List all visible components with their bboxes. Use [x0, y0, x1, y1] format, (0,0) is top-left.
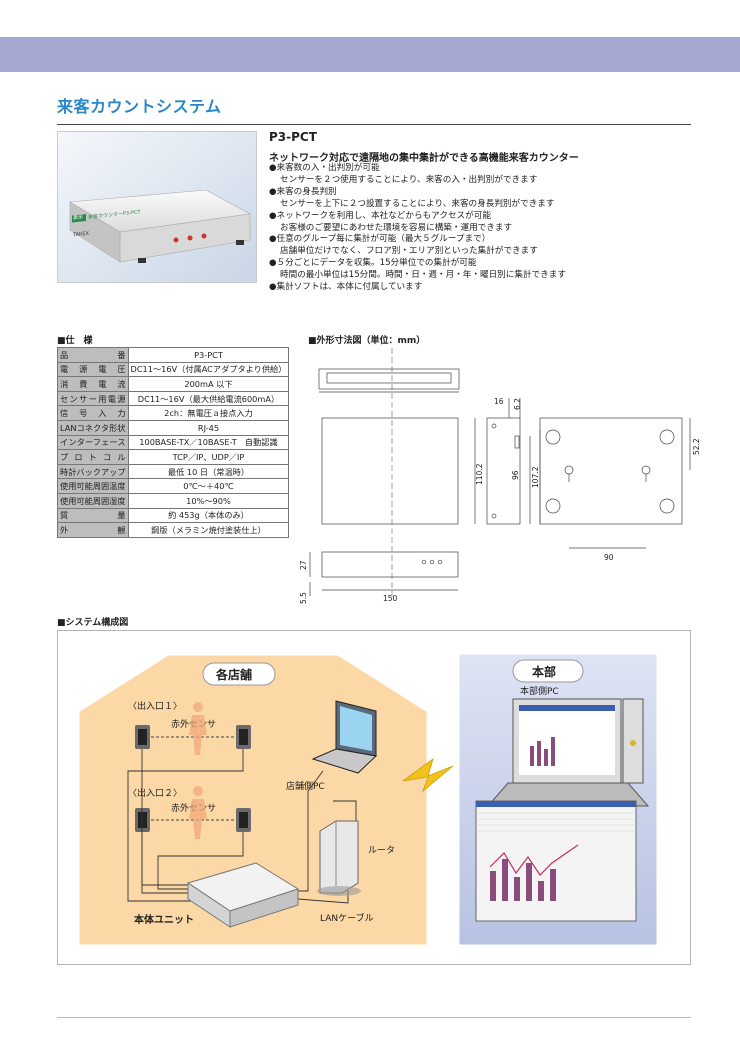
dim-label-150: 150 — [383, 594, 398, 603]
spec-key: 時計バックアップ — [57, 463, 129, 480]
product-tagline: ネットワーク対応で遠隔地の集中集計ができる高機能来客カウンター — [269, 153, 579, 164]
feature-item: ●５分ごとにデータを収集。15分単位での集計が可能 — [269, 258, 477, 269]
store-laptop-icon — [311, 700, 378, 774]
spec-key: 使用可能周囲温度 — [57, 478, 129, 494]
dim-label-27: 27 — [299, 560, 308, 570]
dim-label-5-5: 5.5 — [299, 592, 308, 604]
dim-label-107-2: 107.2 — [531, 466, 540, 488]
spec-key: 電源電圧 — [57, 361, 129, 378]
feature-item: ●集計ソフトは、本体に付属しています — [269, 282, 423, 293]
spec-value: P3-PCT — [127, 347, 290, 363]
table-row: 質量約 453g（本体のみ） — [57, 507, 290, 524]
entrance-1-label: 〈出入口１〉 — [128, 700, 182, 712]
spec-key: 外観 — [57, 522, 129, 538]
system-diagram: 各店舗 本部 〈出入口１〉 赤外センサ 〈出入口２〉 赤外センサ — [57, 630, 691, 965]
router-icon — [317, 820, 361, 896]
dim-label-6-2: 6.2 — [513, 398, 522, 410]
system-heading: ■システム構成図 — [57, 618, 129, 628]
dim-label-90: 90 — [604, 553, 614, 562]
spec-key: 信号入力 — [57, 405, 129, 421]
spec-value: 200mA 以下 — [127, 376, 290, 392]
spec-key: 品番 — [57, 347, 129, 363]
table-row: 時計バックアップ最低 10 日（常温時） — [57, 463, 290, 480]
spec-key: LANコネクタ形状 — [57, 419, 129, 436]
store-title: 各店舗 — [215, 667, 252, 682]
hq-title: 本部 — [532, 664, 556, 679]
person-figure-1 — [189, 702, 207, 755]
spec-value: 100BASE-TX／10BASE-T 自動認識 — [127, 434, 290, 451]
feature-item: ●来客数の入・出判別が可能 — [269, 163, 380, 173]
device-label-display: 表示 — [73, 213, 83, 221]
device-label-brand: TAKEX — [72, 231, 89, 239]
spec-key: プロトコル — [57, 449, 129, 465]
person-figure-2 — [189, 786, 207, 839]
title-divider — [57, 124, 691, 125]
table-row: 外観鋼版（メラミン焼付塗装仕上） — [57, 522, 290, 538]
dimension-heading: ■外形寸法図（単位：mm） — [308, 336, 426, 346]
spec-value: 0℃〜＋40℃ — [127, 478, 290, 494]
hq-screen-zoom — [475, 800, 637, 922]
dim-label-96: 96 — [511, 470, 520, 480]
feature-detail: 店舗単位だけでなく、フロア別・エリア別といった集計ができます — [280, 246, 538, 257]
spec-key: 質量 — [57, 507, 129, 524]
main-unit-icon — [186, 862, 300, 928]
lightning-icon — [402, 757, 454, 793]
spec-value: TCP／IP、UDP／IP — [127, 449, 290, 465]
dim-label-16: 16 — [494, 397, 504, 406]
spec-value: 約 453g（本体のみ） — [127, 507, 290, 524]
store-pc-label: 店舗側PC — [286, 780, 325, 792]
feature-detail: センサーを２つ使用することにより、来客の入・出判別ができます — [280, 174, 538, 185]
dim-label-52-2: 52.2 — [692, 438, 701, 455]
main-unit-label: 本体ユニット — [134, 913, 194, 926]
spec-value: 2ch：無電圧ａ接点入力 — [127, 405, 290, 421]
spec-value: RJ-45 — [127, 419, 290, 436]
feature-item: ●ネットワークを利用し、本社などからもアクセスが可能 — [269, 210, 491, 221]
spec-value: DC11〜16V（付属ACアダプタより供給） — [127, 361, 290, 378]
spec-value: 鋼版（メラミン焼付塗装仕上） — [127, 522, 290, 538]
feature-detail: 時間の最小単位は15分間。時間・日・週・月・年・曜日別に集計できます — [280, 270, 566, 281]
entrance-2-label: 〈出入口２〉 — [128, 787, 182, 799]
feature-list: ●来客数の入・出判別が可能 センサーを２つ使用することにより、来客の入・出判別が… — [269, 163, 699, 294]
feature-item: ●来客の身長判別 — [269, 186, 337, 197]
spec-value: DC11〜16V（最大供給電流600mA） — [127, 390, 290, 407]
feature-detail: センサーを上下に２つ設置することにより、来客の身長判別ができます — [280, 198, 555, 209]
spec-key: インターフェース — [57, 434, 129, 451]
dim-label-110-2: 110.2 — [475, 463, 484, 485]
spec-heading: ■仕 様 — [57, 336, 93, 346]
product-model: P3-PCT — [269, 130, 317, 144]
dimension-drawing: 16 6.2 52.2 110.2 96 107.2 90 27 5.5 150 — [299, 348, 701, 604]
spec-key: 消費電流 — [57, 376, 129, 392]
page-title: 来客カウントシステム — [57, 97, 222, 116]
header-band — [0, 37, 740, 72]
footer-divider — [57, 1017, 691, 1018]
hq-pc-label: 本部側PC — [520, 685, 559, 697]
spec-value: 最低 10 日（常温時） — [127, 463, 290, 480]
spec-key: 使用可能周囲湿度 — [57, 492, 129, 509]
spec-key: センサー用電源 — [57, 390, 129, 407]
hq-desktop-icon — [486, 698, 650, 810]
spec-value: 10%〜90% — [127, 492, 290, 509]
router-label: ルータ — [368, 845, 395, 856]
feature-item: ●任意のグループ毎に集計が可能（最大５グループまで） — [269, 234, 491, 245]
product-photo: 表示 来客カウンターP3-PCT TAKEX — [57, 131, 257, 283]
feature-detail: お客様のご要望にあわせた環境を容易に構築・運用できます — [280, 222, 513, 233]
lan-cable-label: LANケーブル — [320, 912, 374, 924]
